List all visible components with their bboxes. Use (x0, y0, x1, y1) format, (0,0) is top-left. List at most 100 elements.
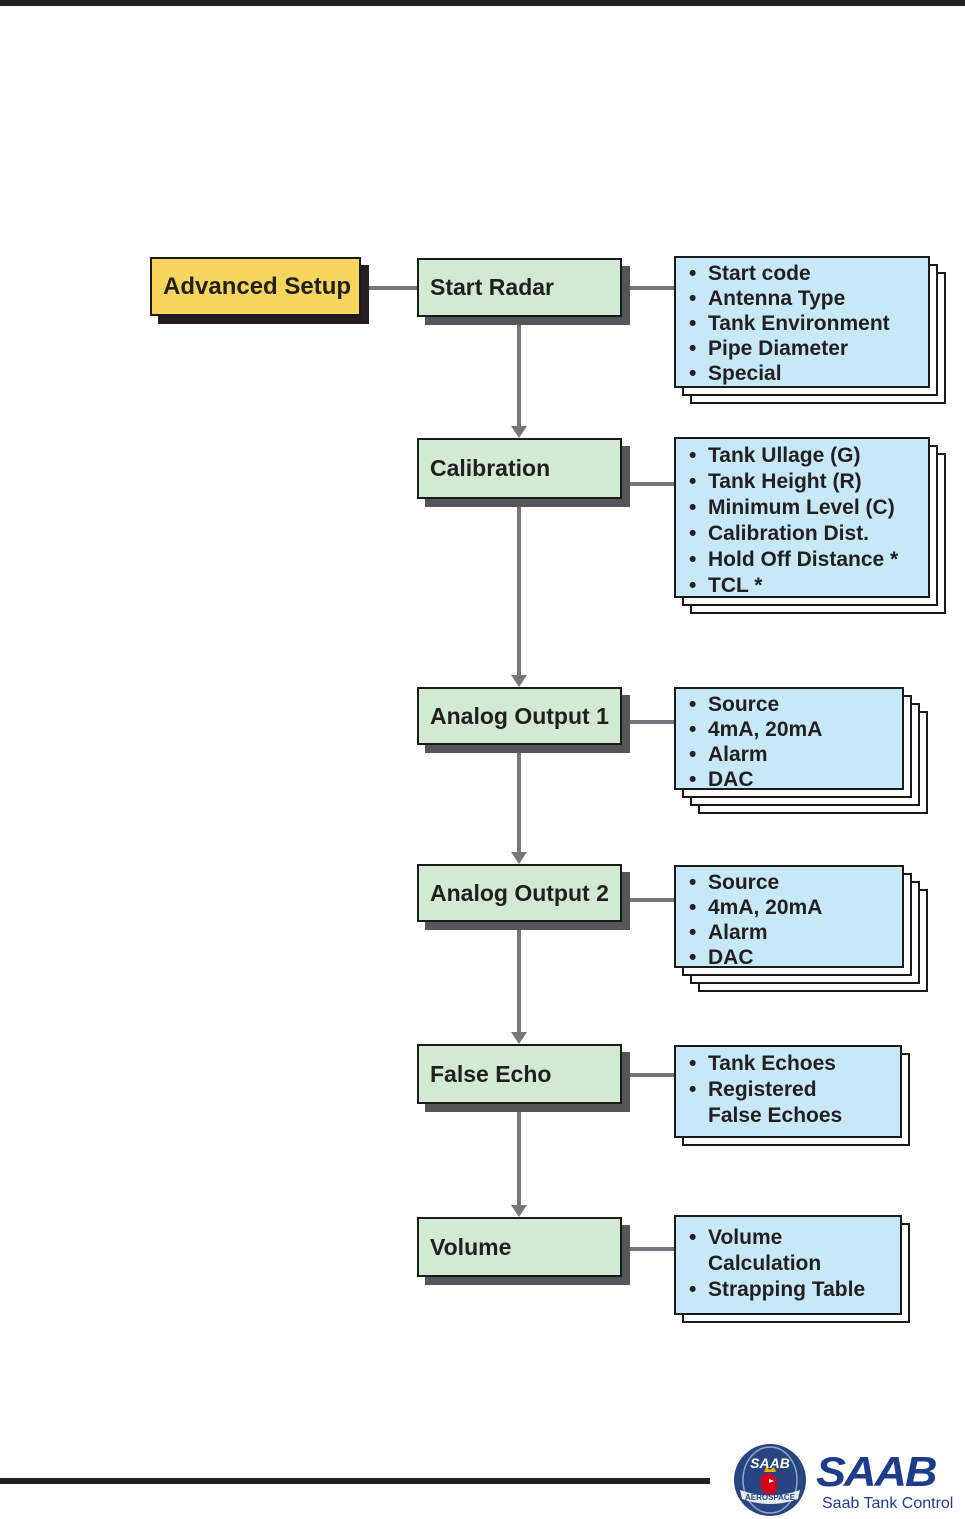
submenu-item: •Source (689, 692, 896, 717)
submenu-card-calibration: •Tank Ullage (G)•Tank Height (R)•Minimum… (674, 437, 930, 598)
connector-vertical (517, 1104, 521, 1206)
submenu-item-label: Minimum Level (C) (708, 496, 895, 519)
submenu-item: • Volume Calculation (689, 1225, 894, 1277)
menu-box-analog-output-2: Analog Output 2 (417, 864, 622, 922)
connector-vertical (517, 499, 521, 676)
submenu-card-content: • Start code • Antenna Type • Tank Environmen… (676, 258, 928, 386)
arrow-down-icon (511, 426, 527, 438)
submenu-item: • Alarm (689, 742, 896, 767)
submenu-card-false-echo: • Tank Echoes • Registered False Echoes (674, 1045, 902, 1138)
bullet-icon: • (689, 337, 697, 360)
bullet-icon: • (689, 743, 697, 766)
saab-tagline: Saab Tank Control (822, 1495, 954, 1512)
submenu-item: • DAC (689, 945, 896, 970)
submenu-item-label: DAC (708, 946, 754, 969)
menu-box-start-radar: Start Radar (417, 258, 622, 317)
bullet-icon: • (689, 1278, 697, 1301)
submenu-item-label: Tank Ullage (G) (708, 444, 861, 467)
submenu-item: • TCL * (689, 573, 922, 599)
connector-root-horizontal (360, 286, 418, 290)
arrow-down-icon (511, 852, 527, 864)
submenu-item-label: 4mA, 20mA (708, 718, 823, 741)
menu-box-label: False Echo (430, 1060, 552, 1087)
submenu-item: •Hold Off Distance * (689, 547, 922, 573)
submenu-item-label: Tank Height (R) (708, 470, 862, 493)
menu-box-calibration: Calibration (417, 438, 622, 499)
arrow-down-icon (511, 1032, 527, 1044)
saab-wordmark: SAAB (816, 1448, 938, 1496)
footer-rule (0, 1478, 710, 1484)
bullet-icon: • (689, 262, 697, 285)
bullet-icon: • (689, 287, 697, 310)
root-box-advanced-setup: Advanced Setup (150, 257, 361, 316)
connector-horizontal (620, 482, 676, 486)
submenu-item: • Start code (689, 261, 922, 286)
arrow-down-icon (511, 675, 527, 687)
submenu-item: •Minimum Level (C) (689, 495, 922, 521)
connector-horizontal (620, 1073, 676, 1077)
submenu-item-label: Hold Off Distance * (708, 548, 899, 571)
submenu-item: • Tank Ullage (G) (689, 443, 922, 469)
page-top-bar (0, 0, 965, 6)
submenu-item-label: Special (708, 362, 782, 385)
menu-box-label: Start Radar (430, 274, 554, 300)
submenu-item-label: Tank Echoes (708, 1052, 836, 1075)
submenu-item: • 4mA, 20mA (689, 717, 896, 742)
bullet-icon: • (689, 1226, 697, 1249)
bullet-icon: • (689, 871, 697, 894)
submenu-item-label: Alarm (708, 921, 768, 944)
submenu-item-label: Volume Calculation (708, 1226, 822, 1275)
connector-vertical (517, 922, 521, 1033)
submenu-item: • Tank Environment (689, 311, 922, 336)
submenu-card-analog-output-2: •Source•4mA, 20mA•Alarm•DAC (674, 865, 904, 970)
submenu-item: • Strapping Table (689, 1277, 894, 1303)
submenu-item: • Registered False Echoes (689, 1077, 894, 1129)
submenu-item-label: DAC (708, 768, 754, 791)
submenu-item: •DAC (689, 767, 896, 792)
submenu-item-label: Antenna Type (708, 287, 846, 310)
saab-aerospace-badge-icon: SAAB AEROSPACE (734, 1444, 806, 1516)
submenu-card-content: • Tank Echoes • Registered False Echoes (676, 1047, 900, 1129)
root-box-label: Advanced Setup (163, 272, 352, 300)
connector-vertical (517, 317, 521, 427)
bullet-icon: • (689, 1078, 697, 1101)
menu-box-label: Volume (430, 1233, 512, 1260)
submenu-item: • Calibration Dist. (689, 521, 922, 547)
submenu-item-label: Start code (708, 262, 811, 285)
connector-horizontal (620, 1247, 676, 1251)
bullet-icon: • (689, 444, 697, 467)
bullet-icon: • (689, 470, 697, 493)
bullet-icon: • (689, 362, 697, 385)
arrow-down-icon (511, 1205, 527, 1217)
bullet-icon: • (689, 896, 697, 919)
connector-horizontal (620, 720, 676, 724)
submenu-item: • Tank Echoes (689, 1051, 894, 1077)
submenu-item-label: TCL * (708, 574, 763, 597)
bullet-icon: • (689, 522, 697, 545)
submenu-item-label: Pipe Diameter (708, 337, 849, 360)
svg-text:AEROSPACE: AEROSPACE (745, 1493, 796, 1502)
submenu-item-label: Registered False Echoes (708, 1078, 843, 1127)
submenu-item: • Alarm (689, 920, 896, 945)
menu-box-analog-output-1: Analog Output 1 (417, 687, 622, 745)
bullet-icon: • (689, 1052, 697, 1075)
submenu-card-content: •Source•4mA, 20mA•Alarm•DAC (676, 689, 902, 792)
menu-box-label: Calibration (430, 455, 551, 481)
bullet-icon: • (689, 921, 697, 944)
submenu-item-label: 4mA, 20mA (708, 896, 823, 919)
submenu-item-label: Alarm (708, 743, 768, 766)
submenu-item-label: Strapping Table (708, 1278, 866, 1301)
bullet-icon: • (689, 312, 697, 335)
submenu-card-start-radar: • Start code • Antenna Type • Tank Environmen… (674, 256, 930, 388)
submenu-item-label: Tank Environment (708, 312, 890, 335)
bullet-icon: • (689, 574, 697, 597)
bullet-icon: • (689, 946, 697, 969)
bullet-icon: • (689, 718, 697, 741)
connector-horizontal (620, 898, 676, 902)
submenu-card-content: • Volume Calculation • Strapping Table (676, 1217, 900, 1303)
submenu-card-volume: • Volume Calculation • Strapping Table (674, 1215, 902, 1315)
submenu-item-label: Calibration Dist. (708, 522, 870, 545)
submenu-item: • Antenna Type (689, 286, 922, 311)
menu-box-false-echo: False Echo (417, 1044, 622, 1104)
